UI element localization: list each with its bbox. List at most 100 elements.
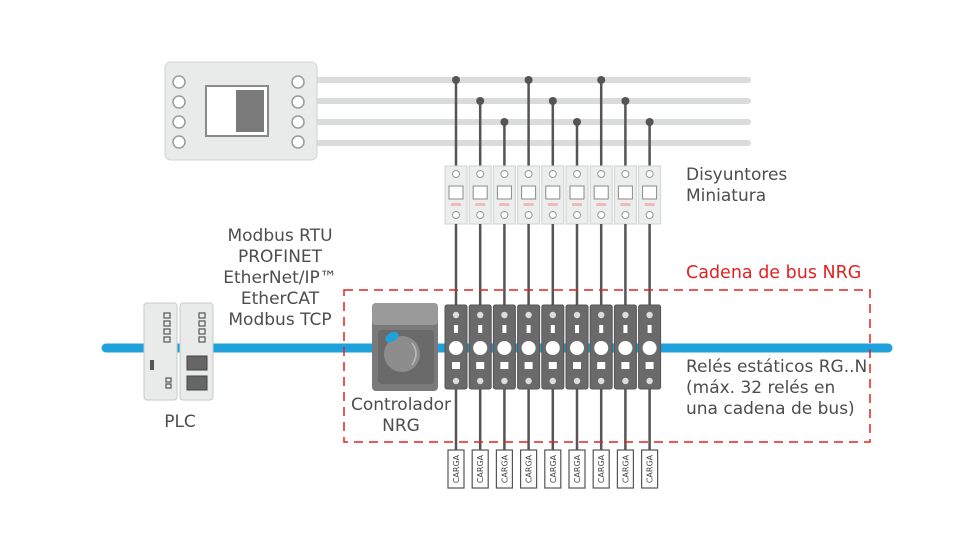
relay-note-line: Relés estáticos RG..N [686, 357, 868, 377]
breaker-switch [521, 185, 537, 200]
relay-terminal [525, 377, 532, 385]
relay-led [478, 325, 483, 333]
controller-label-line: Controlador [350, 395, 452, 415]
load-label: CARGA [549, 454, 558, 483]
breaker-switch [642, 185, 658, 200]
breaker-terminal [500, 170, 509, 178]
relay-terminal [598, 311, 605, 319]
breaker-indicator [620, 203, 631, 206]
relay-port [621, 362, 630, 369]
load-box [471, 449, 489, 489]
relay-terminal [622, 311, 629, 319]
relay-led [550, 325, 555, 333]
protocol-item: EtherNet/IP™ [223, 268, 337, 288]
relay-terminal [525, 311, 532, 319]
load-box [616, 449, 635, 489]
breaker-terminal [597, 211, 606, 219]
main-switch [164, 61, 318, 161]
relay-connector [594, 341, 609, 355]
relay-port [597, 362, 606, 369]
load-box [447, 449, 465, 489]
breaker-indicator [572, 203, 582, 206]
relay-terminal [573, 377, 581, 385]
breaker-indicator [499, 203, 510, 206]
breaker-terminal [476, 211, 485, 219]
relay-terminal [598, 377, 605, 385]
breaker-terminal [548, 211, 557, 219]
relay-terminal [549, 377, 556, 385]
breaker-terminal [524, 170, 533, 178]
relay-terminal [501, 311, 508, 319]
load-label: CARGA [452, 454, 461, 483]
relay-port [500, 362, 509, 369]
breaker-terminal [452, 211, 460, 219]
busbar-tap [476, 97, 485, 105]
breaker-terminal [573, 211, 581, 219]
relay-terminal [477, 311, 484, 319]
load-label: CARGA [646, 454, 655, 483]
relay-led [575, 325, 579, 333]
protocol-item: PROFINET [237, 247, 323, 267]
breaker-indicator [523, 203, 534, 206]
load-label: CARGA [525, 454, 534, 483]
breaker-terminal [524, 211, 533, 219]
relay-terminal [452, 311, 460, 319]
breakers-label-line: Disyuntores [686, 165, 788, 185]
protocol-item: Modbus TCP [228, 310, 332, 330]
relay-terminal [452, 377, 460, 385]
plc-label: PLC [164, 412, 196, 432]
breaker-terminal [452, 170, 460, 178]
load-box [640, 449, 659, 489]
relay-port [573, 362, 581, 369]
relay-note-line: una cadena de bus) [686, 399, 855, 419]
breaker-terminal [500, 211, 509, 219]
bus-chain-title: Cadena de bus NRG [686, 263, 862, 283]
relay-led [526, 325, 531, 333]
load-box [495, 449, 513, 489]
load-label: CARGA [476, 454, 485, 483]
nrg-controller [372, 303, 438, 391]
plc-device [143, 302, 214, 401]
load-box [544, 449, 562, 489]
breaker-switch [593, 185, 609, 200]
relay-note: Relés estáticos RG..N (máx. 32 relés en … [686, 357, 886, 420]
breaker-terminal [597, 170, 606, 178]
breaker-terminal [645, 170, 654, 178]
controller-label-line: NRG [382, 416, 420, 436]
load-box [568, 449, 586, 489]
load-box [592, 449, 610, 489]
breaker-indicator [475, 203, 486, 206]
breaker-switch [496, 185, 512, 200]
relay-led [502, 325, 507, 333]
breakers-label: Disyuntores Miniatura [686, 165, 826, 207]
relay-terminal [646, 377, 653, 385]
bus-chain-border [343, 289, 871, 443]
relay-terminal [573, 311, 581, 319]
breaker-switch [448, 185, 464, 200]
relay-led [599, 325, 604, 333]
breaker-indicator [547, 203, 558, 206]
relay-connector [521, 341, 536, 355]
busbar-tap [645, 118, 654, 126]
breaker-switch [617, 185, 633, 200]
protocol-list: Modbus RTU PROFINET EtherNet/IP™ EtherCA… [210, 226, 350, 331]
relay-connector [570, 341, 584, 355]
busbar-tap [452, 76, 460, 84]
breaker-terminal [621, 211, 630, 219]
busbar-tap [500, 118, 509, 126]
relay-led [454, 325, 458, 333]
relay-terminal [646, 311, 653, 319]
busbar-tap [597, 76, 606, 84]
breaker-terminal [621, 170, 630, 178]
relay-terminal [622, 377, 629, 385]
relay-terminal [501, 377, 508, 385]
load-label: CARGA [500, 454, 509, 483]
busbar-tap [548, 97, 557, 105]
protocol-item: EtherCAT [240, 289, 320, 309]
breakers-label-line: Miniatura [686, 186, 767, 206]
breaker-indicator [451, 203, 461, 206]
relay-terminal [477, 377, 484, 385]
relay-port [476, 362, 485, 369]
busbar-tap [573, 118, 581, 126]
